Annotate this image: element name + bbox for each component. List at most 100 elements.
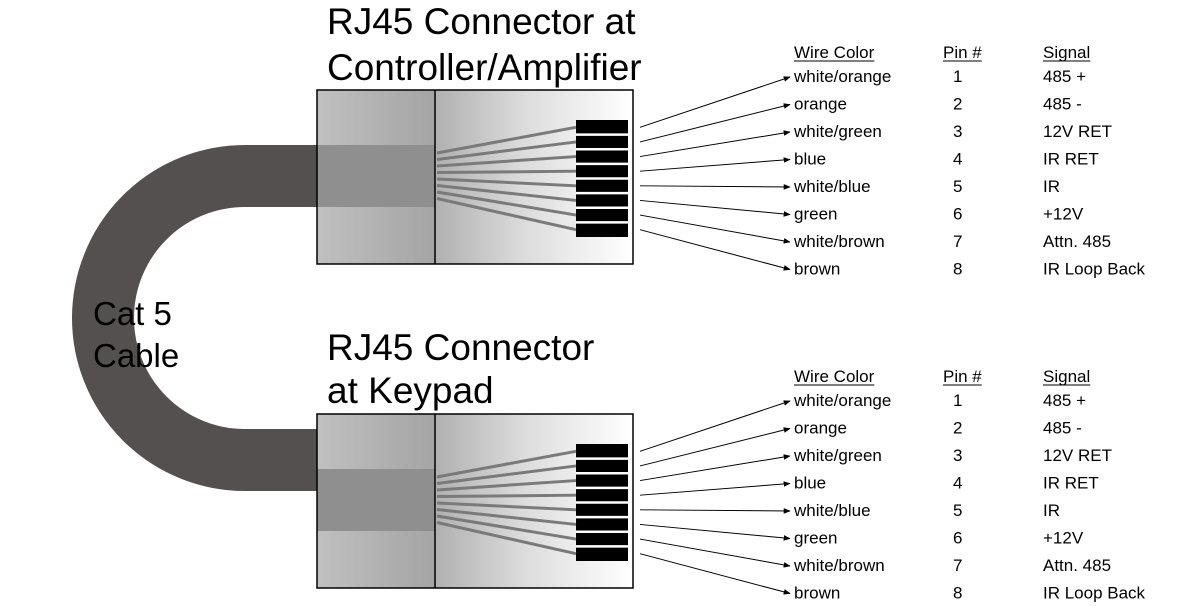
internal-wire [436,464,577,485]
connector-cable-entry [317,145,435,207]
pin-number-cell: 8 [953,584,962,603]
internal-wire [436,190,577,217]
wire-color-cell: brown [794,260,840,279]
header-pin: Pin # [943,43,982,62]
wire-color-cell: white/orange [793,391,891,410]
cat5-cable [72,145,320,491]
rj45-connector-keypad: Wire Color Pin # Signal white/orange 1 485 + o… [316,367,1146,603]
pin-number-cell: 6 [953,205,962,224]
signal-cell: Attn. 485 [1043,556,1111,575]
internal-wire [436,177,577,188]
internal-wire [436,493,577,498]
connector-title-keypad-line2: at Keypad [327,370,494,411]
header-wire-color: Wire Color [794,367,875,386]
pin-number-cell: 7 [953,232,962,251]
connector-title-keypad-line1: RJ45 Connector [327,327,594,368]
wire-color-cell: orange [794,95,847,114]
pin-callout-arrow [639,523,791,541]
pin-number-cell: 3 [953,446,962,465]
connector-outline [316,413,634,589]
internal-wire [436,140,577,161]
header-signal: Signal [1043,43,1090,62]
pin-number-cell: 5 [953,501,962,520]
pin-number-cell: 6 [953,529,962,548]
pin-callout-arrow [639,454,791,482]
pin-callout-arrow [639,157,791,172]
internal-wire [436,125,577,155]
pin-callout-arrow [639,481,791,496]
wire-color-cell: green [794,205,837,224]
internal-wire [436,479,577,492]
cable-label-line1: Cat 5 [93,295,172,332]
internal-wire [436,169,577,174]
signal-cell: +12V [1043,529,1084,548]
pin-callout-arrow [639,76,791,128]
internal-wire [436,184,577,202]
wire-color-cell: white/brown [793,232,885,251]
pin-number-cell: 4 [953,150,962,169]
pin-number-cell: 2 [953,95,962,114]
signal-cell: Attn. 485 [1043,232,1111,251]
pin-callout-arrow [639,214,791,244]
wire-color-cell: white/green [793,446,882,465]
signal-cell: IR [1043,501,1060,520]
internal-wire [436,521,577,556]
pin-number-cell: 7 [953,556,962,575]
internal-wire [436,508,577,526]
signal-cell: IR Loop Back [1043,260,1146,279]
pin-callout-arrow [639,508,791,514]
pin-callout-arrow [639,553,791,595]
pin-callout-arrow [639,427,791,467]
internal-wire [436,449,577,479]
signal-cell: 485 + [1043,67,1086,86]
connector-cable-entry [317,469,435,531]
wire-color-cell: white/blue [793,177,871,196]
header-wire-color: Wire Color [794,43,875,62]
pin-number-cell: 5 [953,177,962,196]
pin-number-cell: 1 [953,67,962,86]
pin-callout-arrow [639,229,791,271]
internal-wire [436,155,577,168]
pin-number-cell: 1 [953,391,962,410]
signal-cell: IR Loop Back [1043,584,1146,603]
wire-color-cell: white/green [793,122,882,141]
wire-color-cell: white/blue [793,501,871,520]
pin-number-cell: 3 [953,122,962,141]
connector-outline [316,89,634,265]
pin-number-cell: 8 [953,260,962,279]
connector-title-controller-line2: Controller/Amplifier [327,47,642,88]
pin-callout-arrow [639,103,791,143]
rj45-connector-controller: Wire Color Pin # Signal white/orange 1 485 + o… [316,43,1146,279]
signal-cell: 485 - [1043,95,1082,114]
pin-callout-arrow [639,400,791,452]
header-pin: Pin # [943,367,982,386]
signal-cell: 485 - [1043,419,1082,438]
wire-color-cell: brown [794,584,840,603]
header-signal: Signal [1043,367,1090,386]
pin-callout-arrow [639,184,791,190]
signal-cell: 485 + [1043,391,1086,410]
signal-cell: IR [1043,177,1060,196]
wire-color-cell: white/orange [793,67,891,86]
wire-color-cell: white/brown [793,556,885,575]
signal-cell: IR RET [1043,150,1099,169]
connector-title-controller-line1: RJ45 Connector at [327,1,636,42]
cable-label-line2: Cable [93,337,179,374]
wire-color-cell: orange [794,419,847,438]
wire-color-cell: green [794,529,837,548]
signal-cell: IR RET [1043,474,1099,493]
wire-color-cell: blue [794,474,826,493]
signal-cell: 12V RET [1043,122,1112,141]
internal-wire [436,197,577,232]
pin-number-cell: 4 [953,474,962,493]
pin-callout-arrow [639,538,791,568]
pin-callout-arrow [639,130,791,158]
wire-color-cell: blue [794,150,826,169]
pin-number-cell: 2 [953,419,962,438]
signal-cell: 12V RET [1043,446,1112,465]
internal-wire [436,501,577,512]
signal-cell: +12V [1043,205,1084,224]
pin-callout-arrow [639,199,791,217]
